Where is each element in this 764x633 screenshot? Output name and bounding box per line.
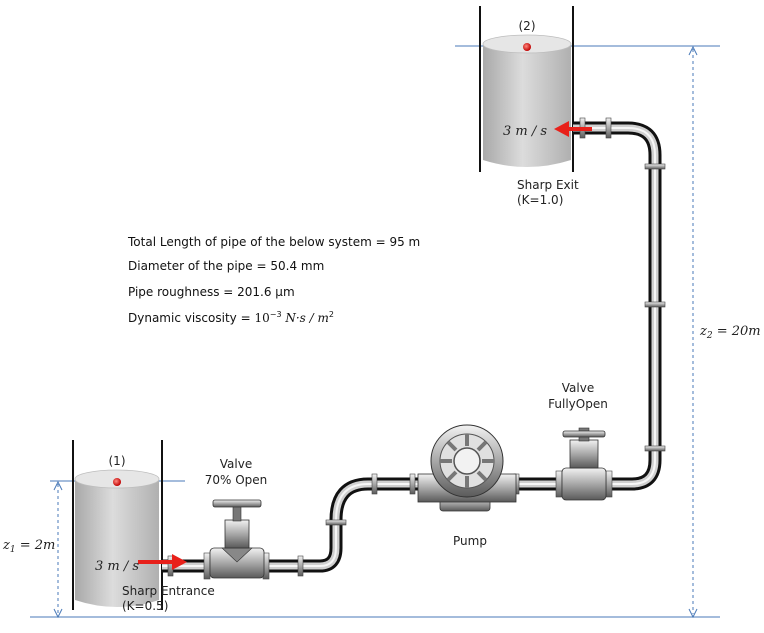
pump-label: Pump	[453, 534, 487, 548]
z1-arrow-top	[53, 480, 63, 491]
entrance-label: Sharp Entrance	[122, 584, 215, 598]
valve1-handwheel[interactable]	[212, 499, 262, 508]
valve2-label-line1: Valve	[562, 381, 594, 395]
velocity-arrow-1	[138, 554, 187, 570]
info-viscosity: Dynamic viscosity = 10−3 N·s / m2	[128, 310, 334, 325]
flange	[644, 301, 666, 308]
valve2-handwheel[interactable]	[562, 430, 606, 438]
exit-label: Sharp Exit	[517, 178, 579, 192]
velocity-arrow-2	[554, 121, 592, 137]
valve1-bonnet	[224, 519, 250, 549]
pump-impeller-blades	[440, 434, 494, 488]
flange	[555, 470, 563, 498]
info-diameter: Diameter of the pipe = 50.4 mm	[128, 259, 324, 273]
flange	[371, 473, 378, 495]
tank2-body	[483, 44, 571, 167]
tank2-label: (2)	[519, 19, 536, 33]
info-length: Total Length of pipe of the below system…	[127, 235, 420, 249]
flange	[644, 445, 666, 452]
z1-arrow-bottom	[53, 608, 63, 619]
valve2-body	[561, 467, 607, 501]
tank-2	[479, 6, 574, 172]
pump[interactable]	[417, 424, 517, 512]
valve2-bonnet	[569, 439, 599, 469]
flange	[297, 555, 304, 577]
valve2-label-line2: FullyOpen	[548, 397, 608, 411]
tank1-point-marker	[113, 478, 121, 486]
pipe-flanges	[167, 117, 666, 580]
z1-label: z1 = 2m	[2, 538, 55, 555]
z2-arrow-top	[688, 45, 698, 56]
flange	[325, 519, 347, 526]
flange	[644, 163, 666, 170]
flange	[605, 117, 612, 139]
tank1-body	[75, 479, 159, 607]
valve-2[interactable]	[561, 427, 607, 501]
z2-arrow-bottom	[688, 608, 698, 619]
valve-1[interactable]	[209, 499, 265, 579]
exit-k-label: (K=1.0)	[517, 193, 563, 207]
entrance-k-label: (K=0.5)	[122, 599, 168, 613]
info-roughness: Pipe roughness = 201.6 μm	[128, 285, 295, 299]
tank-1	[72, 440, 163, 610]
pump-impeller-hub	[453, 447, 481, 475]
pipe-info-block: Total Length of pipe of the below system…	[127, 235, 420, 325]
tank1-velocity-label: 3 m / s	[95, 559, 139, 574]
flange	[605, 470, 613, 498]
flange	[409, 473, 416, 495]
z2-label: z2 = 20m	[699, 324, 761, 341]
tank2-velocity-label: 3 m / s	[503, 124, 547, 139]
valve1-label-line1: Valve	[220, 457, 252, 471]
arrow2-head	[554, 121, 569, 137]
flange	[203, 552, 211, 580]
valve1-label-line2: 70% Open	[205, 473, 268, 487]
tank2-point-marker	[523, 43, 531, 51]
tank1-label: (1)	[109, 454, 126, 468]
arrow1-head	[172, 554, 187, 570]
